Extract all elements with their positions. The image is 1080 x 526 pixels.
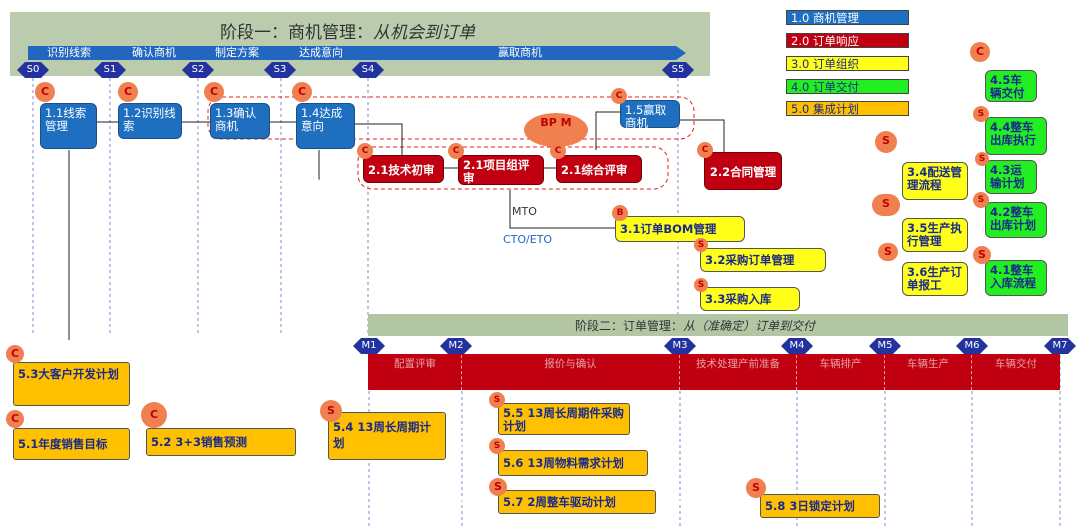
- box-2-2-contract-management[interactable]: 2.2合同管理: [704, 152, 782, 190]
- badge-c-1-1: C: [35, 82, 55, 102]
- badge-s-3-4: S: [875, 131, 897, 153]
- stage2-cell-config-review: 配置评审: [369, 355, 462, 390]
- segment-confirm: 确认商机: [132, 46, 176, 59]
- badge-s-4-2: S: [973, 192, 989, 208]
- badge-c-1-3: C: [204, 82, 224, 102]
- badge-s-4-3: S: [975, 152, 989, 166]
- badge-s-3-6: S: [878, 243, 898, 261]
- stage2-cell-tech-prep: 技术处理产前准备: [680, 355, 797, 390]
- box-5-4-13-week-long-plan[interactable]: 5.4 13周长周期计划: [328, 412, 446, 460]
- badge-s-5-4: S: [320, 400, 342, 422]
- badge-s-5-5: S: [489, 392, 505, 408]
- box-1-5-win-opportunity[interactable]: 1.5赢取商机: [620, 100, 680, 130]
- milestone-s2: S2: [182, 62, 214, 78]
- legend-integrated-plan: 5.0 集成计划: [786, 101, 909, 116]
- cto-eto-label: CTO/ETO: [503, 233, 553, 246]
- stage2-cell-quotation: 报价与确认: [462, 355, 680, 390]
- mto-label: MTO: [512, 205, 537, 218]
- box-4-5-vehicle-delivery[interactable]: 4.5车辆交付: [985, 70, 1037, 102]
- bpm-badge: BP M: [524, 113, 588, 147]
- box-5-1-annual-sales-target[interactable]: 5.1年度销售目标: [13, 428, 130, 460]
- stage2-band: [368, 314, 1068, 336]
- legend-opportunity: 1.0 商机管理: [786, 10, 909, 25]
- segment-intent: 达成意向: [299, 46, 343, 59]
- milestone-s4: S4: [352, 62, 384, 78]
- badge-c-2-1a: C: [357, 143, 373, 159]
- segment-identify: 识别线索: [47, 46, 91, 59]
- legend-order-organize: 3.0 订单组织: [786, 56, 909, 71]
- box-3-2-purchase-order[interactable]: 3.2采购订单管理: [700, 248, 826, 272]
- milestone-m4: M4: [781, 338, 813, 354]
- box-5-3-key-account-plan[interactable]: 5.3大客户开发计划: [13, 362, 130, 406]
- box-3-1-order-bom[interactable]: 3.1订单BOM管理: [615, 216, 745, 242]
- badge-s-3-3: S: [694, 278, 708, 292]
- box-2-1-comprehensive-review[interactable]: 2.1综合评审: [556, 155, 642, 183]
- milestone-m2: M2: [440, 338, 472, 354]
- box-3-4-delivery-process[interactable]: 3.4配送管理流程: [902, 162, 968, 200]
- milestone-m5: M5: [869, 338, 901, 354]
- milestone-s5: S5: [662, 62, 694, 78]
- badge-s-4-4: S: [973, 106, 989, 122]
- stage2-red-band: [368, 354, 1060, 390]
- box-2-1-tech-review[interactable]: 2.1技术初审: [363, 155, 444, 183]
- box-4-2-outbound-plan[interactable]: 4.2整车出库计划: [985, 202, 1047, 238]
- badge-c-2-1c: C: [550, 143, 566, 159]
- box-5-8-3-day-locked-plan[interactable]: 5.8 3日锁定计划: [760, 494, 880, 518]
- stage2-cell-production: 车辆生产: [885, 355, 972, 390]
- milestone-m7: M7: [1044, 338, 1076, 354]
- box-5-6-material-requirement-plan[interactable]: 5.6 13周物料需求计划: [498, 450, 648, 476]
- badge-c-1-2: C: [118, 82, 138, 102]
- stage1-title: 阶段一：商机管理：从机会到订单: [220, 23, 475, 43]
- box-5-5-long-cycle-purchase-plan[interactable]: 5.5 13周长周期件采购计划: [498, 403, 630, 435]
- badge-s-3-2: S: [694, 238, 708, 252]
- milestone-s1: S1: [94, 62, 126, 78]
- legend-order-delivery: 4.0 订单交付: [786, 79, 909, 94]
- milestone-s0: S0: [17, 62, 49, 78]
- box-1-4-reach-intent[interactable]: 1.4达成意向: [296, 103, 355, 149]
- box-5-2-sales-forecast[interactable]: 5.2 3+3销售预测: [146, 428, 296, 456]
- badge-c-1-5: C: [611, 88, 627, 104]
- badge-c-4-5: C: [970, 42, 990, 62]
- box-4-3-transport-plan[interactable]: 4.3运输计划: [985, 160, 1037, 194]
- badge-s-4-1: S: [973, 246, 991, 264]
- segment-win: 赢取商机: [498, 46, 542, 59]
- segment-plan: 制定方案: [215, 46, 259, 59]
- box-1-2-identify-lead[interactable]: 1.2识别线索: [118, 103, 182, 139]
- box-4-4-outbound-execution[interactable]: 4.4整车出库执行: [985, 117, 1047, 155]
- stage2-cell-scheduling: 车辆排产: [797, 355, 885, 390]
- badge-c-5-3: C: [6, 345, 24, 363]
- badge-c-2-1b: C: [448, 143, 464, 159]
- stage2-title: 阶段二：订单管理：从（准确定）订单到交付: [575, 319, 816, 333]
- badge-c-2-2: C: [697, 142, 713, 158]
- box-3-6-production-report[interactable]: 3.6生产订单报工: [902, 262, 968, 296]
- box-1-1-lead-management[interactable]: 1.1线索管理: [40, 103, 97, 149]
- milestone-m3: M3: [664, 338, 696, 354]
- box-5-7-2-week-vehicle-plan[interactable]: 5.7 2周整车驱动计划: [498, 490, 656, 514]
- badge-s-3-5: S: [872, 194, 900, 216]
- box-3-5-production-execution[interactable]: 3.5生产执行管理: [902, 218, 968, 252]
- milestone-m6: M6: [956, 338, 988, 354]
- stage1-arrow-bar: [28, 46, 686, 60]
- box-1-3-confirm-opportunity[interactable]: 1.3确认商机: [210, 103, 270, 139]
- milestone-m1: M1: [353, 338, 385, 354]
- milestone-s3: S3: [264, 62, 296, 78]
- badge-c-5-2: C: [141, 402, 167, 428]
- box-4-1-inbound-process[interactable]: 4.1整车入库流程: [985, 260, 1047, 296]
- badge-s-5-6: S: [489, 438, 505, 454]
- badge-c-5-1: C: [6, 410, 24, 428]
- box-2-1-project-review[interactable]: 2.1项目组评审: [458, 155, 544, 185]
- box-3-3-purchase-stock-in[interactable]: 3.3采购入库: [700, 287, 800, 311]
- badge-s-5-8: S: [746, 478, 766, 498]
- badge-c-1-4: C: [292, 82, 312, 102]
- legend-order-response: 2.0 订单响应: [786, 33, 909, 48]
- badge-s-5-7: S: [489, 478, 507, 496]
- stage2-cell-delivery: 车辆交付: [995, 358, 1037, 370]
- badge-b-3-1: B: [612, 205, 628, 221]
